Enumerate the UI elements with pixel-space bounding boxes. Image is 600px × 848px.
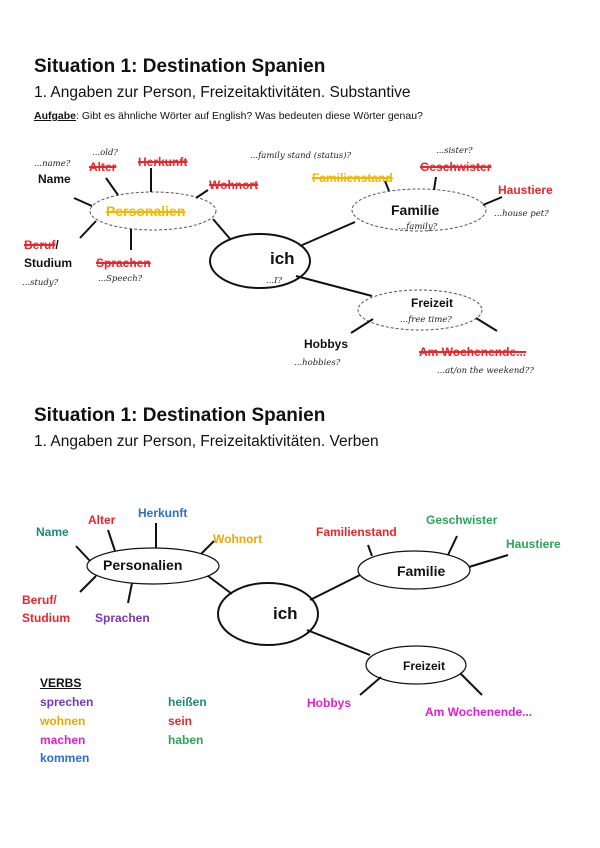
haustiere-label: Haustiere (498, 183, 553, 197)
alter-hint: ...old? (92, 148, 118, 158)
section2-title: Situation 1: Destination Spanien (34, 405, 326, 426)
center-label: ich (270, 249, 295, 268)
verb-wohnen: wohnen (40, 714, 86, 728)
wochenende-hint: ...at/on the weekend?? (437, 366, 534, 376)
familienstand-label: Familienstand (312, 171, 393, 185)
verb-machen: machen (40, 733, 86, 747)
wohnort2-label: Wohnort (213, 532, 263, 546)
verb-sein: sein (168, 714, 193, 728)
task-label: Aufgabe (34, 110, 76, 122)
familie2-ellipse (357, 550, 471, 590)
sprachen-hint: ...Speech? (98, 274, 143, 284)
familie-ellipse (351, 188, 487, 232)
familie2-label: Familie (397, 563, 446, 579)
beruf-word: Beruf (24, 238, 56, 252)
studium2-label: Studium (22, 611, 70, 625)
personalien2-ellipse (86, 547, 220, 585)
verb-sprechen: sprechen (40, 695, 94, 709)
freizeit2-ellipse (365, 645, 467, 685)
wochenende-label: Am Wochenende... (419, 345, 527, 359)
studium-label: Studium (24, 256, 72, 270)
name-label: Name (38, 172, 71, 186)
personalien-ellipse (89, 191, 217, 231)
geschwister-hint: ...sister? (436, 146, 473, 156)
section1-subtitle: 1. Angaben zur Person, Freizeitaktivität… (34, 84, 411, 101)
geschwister-label: Geschwister (420, 160, 492, 174)
verbs-heading: VERBS (40, 676, 82, 690)
beruf-label: Beruf/ (24, 238, 59, 252)
verb-kommen: kommen (40, 751, 90, 765)
task-text: : Gibt es ähnliche Wörter auf English? W… (76, 110, 423, 122)
center-hint: ...I? (266, 276, 283, 286)
personalien-label: Personalien (106, 203, 186, 219)
freizeit2-label: Freizeit (403, 659, 446, 673)
studium-hint: ...study? (22, 278, 59, 288)
sprachen-label: Sprachen (96, 256, 151, 270)
freizeit-hint: ...free time? (400, 315, 452, 325)
familienstand2-label: Familienstand (316, 525, 397, 539)
hobbys2-label: Hobbys (307, 696, 352, 710)
name2-label: Name (36, 525, 69, 539)
verb-haben: haben (168, 733, 204, 747)
beruf2-label: Beruf/ (22, 593, 57, 607)
section1-title: Situation 1: Destination Spanien (34, 56, 326, 77)
name-hint: ...name? (34, 159, 71, 169)
freizeit-ellipse (357, 289, 483, 331)
verb-heissen: heißen (168, 695, 207, 709)
wohnort-label: Wohnort (209, 178, 259, 192)
herkunft2-label: Herkunft (138, 506, 188, 520)
hobbys-label: Hobbys (304, 337, 349, 351)
beruf-slash: / (55, 238, 59, 252)
center-ellipse (209, 233, 311, 289)
section1-task: Aufgabe: Gibt es ähnliche Wörter auf Eng… (34, 110, 423, 122)
center2-label: ich (273, 604, 298, 623)
familie-label: Familie (391, 202, 440, 218)
haustiere-hint: ...house pet? (494, 209, 549, 219)
center2-ellipse (217, 582, 319, 646)
familie-hint: ...family? (398, 222, 438, 232)
alter2-label: Alter (88, 513, 116, 527)
section2-subtitle: 1. Angaben zur Person, Freizeitaktivität… (34, 433, 379, 450)
haustiere2-label: Haustiere (506, 537, 561, 551)
alter-label: Alter (89, 160, 117, 174)
sprachen2-label: Sprachen (95, 611, 150, 625)
freizeit-label: Freizeit (411, 296, 454, 310)
personalien2-label: Personalien (103, 557, 183, 573)
herkunft-label: Herkunft (138, 155, 188, 169)
familienstand-hint: ...family stand (status)? (250, 151, 352, 161)
wochenende2-label: Am Wochenende... (425, 705, 533, 719)
hobbys-hint: ...hobbies? (294, 358, 341, 368)
geschwister2-label: Geschwister (426, 513, 498, 527)
